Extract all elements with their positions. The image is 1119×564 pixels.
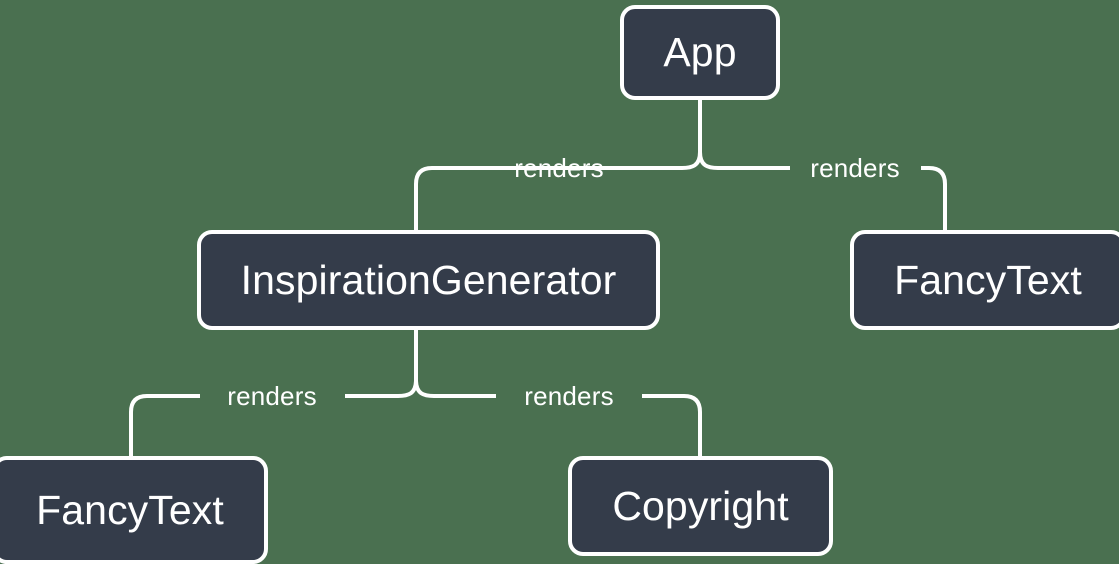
node-inspiration-generator[interactable]: InspirationGenerator — [197, 230, 660, 330]
node-app[interactable]: App — [620, 5, 780, 100]
edge-label-inspiration-generator-to-copyright: renders — [524, 381, 614, 411]
node-fancytext-right[interactable]: FancyText — [850, 230, 1119, 330]
node-fancytext-bottom-label: FancyText — [36, 486, 224, 533]
edge-label-app-to-fancytext-right: renders — [810, 153, 900, 183]
node-copyright-label: Copyright — [612, 482, 789, 529]
edge-app-to-inspiration-generator-left — [414, 166, 622, 230]
edge-inspiration-generator-to-fancytext-bottom — [345, 379, 418, 398]
edge-inspiration-generator-to-copyright-tail — [642, 394, 702, 456]
node-fancytext-bottom[interactable]: FancyText — [0, 456, 268, 564]
edge-inspiration-generator-to-fancytext-bottom-tail — [129, 394, 200, 456]
edge-label-inspiration-generator-to-fancytext-bottom: renders — [227, 381, 317, 411]
edge-app-to-fancytext-right — [698, 151, 790, 170]
edge-inspiration-generator-to-copyright — [414, 379, 496, 398]
edge-app-to-fancytext-right-tail — [921, 166, 947, 230]
edge-label-app-to-inspiration-generator: renders — [514, 153, 604, 183]
node-app-label: App — [663, 29, 737, 75]
node-inspiration-generator-label: InspirationGenerator — [240, 256, 617, 303]
node-copyright[interactable]: Copyright — [568, 456, 833, 556]
node-fancytext-right-label: FancyText — [894, 256, 1082, 303]
